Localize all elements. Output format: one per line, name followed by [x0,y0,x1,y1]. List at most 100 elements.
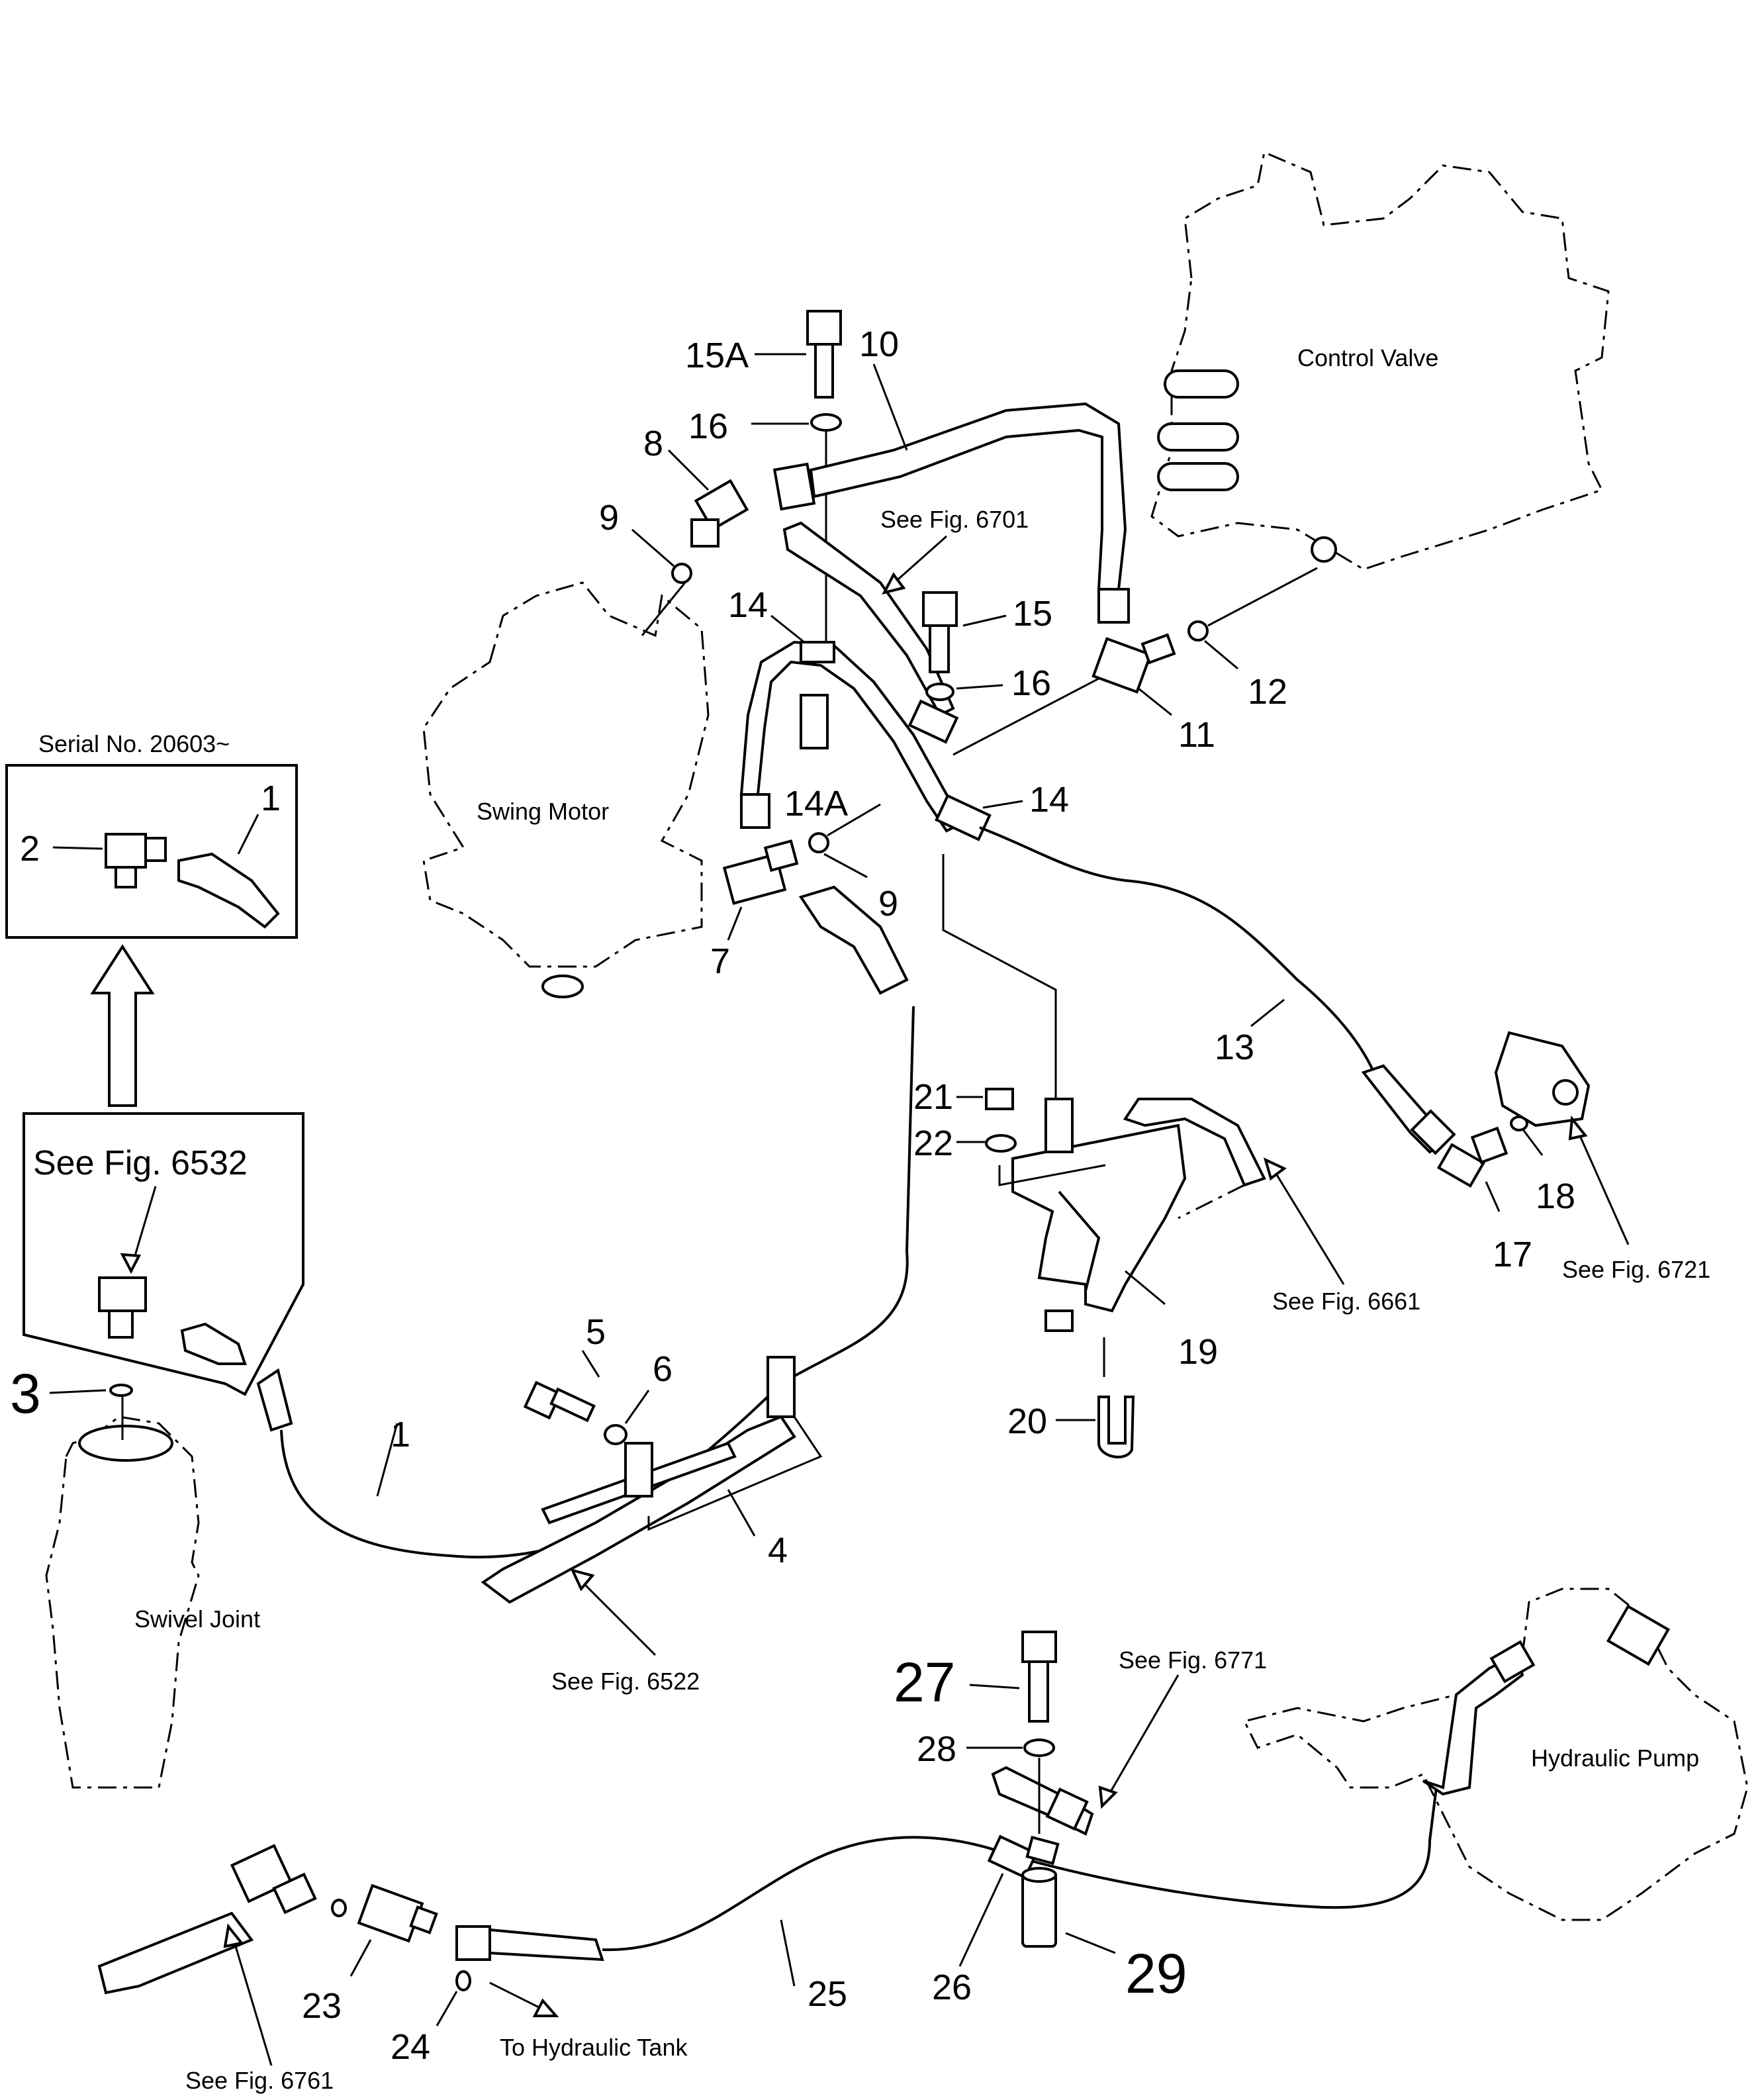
callout-5: 5 [586,1312,606,1352]
bracket-post [1044,1098,1074,1153]
hose-25: 25 [455,1640,1536,2014]
ref-fig6761: See Fig. 6761 [185,2067,334,2094]
bolt-15A: 15A [685,310,842,399]
tank-arrow-icon [532,1998,559,2017]
callout-21: 21 [913,1077,953,1117]
swing-motor-label: Swing Motor [477,798,609,825]
callout-7: 7 [710,941,730,981]
serial-inset: Serial No. 20603~ 2 1 [5,730,298,939]
ref-fig6701: See Fig. 6701 [880,506,1029,533]
clamp-14b [935,794,992,841]
callout-15: 15 [1013,594,1052,634]
o-ring-12 [1187,620,1209,642]
callout-14a: 14 [728,585,768,625]
hose-10: 10 [772,324,1130,624]
callout-10: 10 [859,324,899,364]
callout-22: 22 [913,1123,953,1163]
callout-17: 17 [1493,1235,1532,1274]
elbow-nipple-2 [144,837,167,862]
ref-fig6771-group: See Fig. 6771 [991,1646,1267,1836]
washer-16a [810,413,842,432]
up-arrow-icon [90,944,155,1107]
elbow-fitting-8: 8 [643,424,749,547]
callout-13: 13 [1215,1027,1254,1067]
o-ring-24 [455,1970,471,1991]
callout-26: 26 [932,1968,972,2007]
tee-fitting-inset [98,1276,147,1312]
bolt-27: 27 [894,1631,1057,1723]
nut-21 [985,1088,1014,1110]
washer-22 [985,1134,1017,1153]
callout-1-inset: 1 [261,779,281,818]
elbow-stem-2 [115,866,137,888]
swing-motor: Swing Motor [422,581,710,998]
hydraulic-pump-label: Hydraulic Pump [1531,1744,1699,1772]
ref-fig6661: See Fig. 6661 [1272,1288,1420,1315]
ref-fig6701-group: See Fig. 6701 [782,506,1029,744]
adapter-23: 23 [302,1883,438,2026]
fig6532-callout-box: See Fig. 6532 [23,1112,304,1396]
callout-9a: 9 [599,498,619,538]
callout-23: 23 [302,1986,342,2026]
ref-fig6721: See Fig. 6721 [1562,1256,1710,1283]
callout-12: 12 [1248,672,1287,712]
callout-1-main: 1 [391,1415,410,1454]
callout-11: 11 [1178,715,1215,755]
callout-9b: 9 [878,884,898,924]
elbow-fitting-17: 17 [1436,1126,1532,1274]
callout-25: 25 [808,1974,847,2014]
spacer-29: 29 [1021,1867,1187,2005]
elbow-fitting-2 [105,833,147,869]
hose-end-1-inset [177,852,280,929]
clamp-4a [624,1442,653,1498]
washer-28 [1023,1738,1055,1757]
callout-3: 3 [10,1362,41,1425]
callout-24: 24 [391,2027,430,2067]
elbow-fitting-6761: See Fig. 6761 [97,1844,334,2094]
callout-4: 4 [768,1531,788,1570]
callout-6: 6 [653,1349,673,1389]
swivel-joint-label: Swivel Joint [134,1605,260,1633]
callout-29: 29 [1125,1942,1187,2005]
spacer-14A [800,694,829,749]
clamp-group-4: 4 [481,1356,823,1604]
valve-block-6721: See Fig. 6721 [1494,1031,1710,1283]
ref-to-tank: To Hydraulic Tank [500,2034,688,2061]
ref-fig6532: See Fig. 6532 [33,1144,248,1182]
o-ring-9b [808,832,829,853]
callout-2: 2 [20,829,40,869]
callout-18: 18 [1536,1176,1575,1216]
clamp-14a [800,641,835,663]
hose-loop: 14 14 14A [728,585,1069,841]
hose-13: 13 [979,826,1456,1155]
callout-20: 20 [1007,1402,1047,1441]
callout-16a: 16 [688,406,728,446]
washer-16b [925,683,954,701]
bolt-5: 5 [523,1312,606,1423]
callout-16b: 16 [1011,663,1051,703]
callout-28: 28 [917,1729,956,1769]
swivel-joint: Swivel Joint [45,1415,260,1789]
snap-ring [331,1899,347,1917]
clamp-26: 26 [932,1834,1060,2007]
callout-19: 19 [1178,1332,1218,1372]
tee-fitting-7: 7 [710,839,799,981]
tee-fitting-11: 11 [952,633,1215,756]
ref-fig6771: See Fig. 6771 [1119,1646,1267,1674]
control-valve: Control Valve [1150,150,1610,571]
hose-6661: See Fig. 6661 [1123,1098,1420,1315]
callout-27: 27 [894,1651,955,1713]
washer-6: 6 [604,1349,673,1445]
o-ring-9a [671,563,692,584]
hose-1: 1 [256,885,915,1558]
hose-end-inset [180,1322,247,1365]
bracket-19: 19 [942,854,1218,1372]
u-bolt-20: 20 [1007,1337,1135,1458]
callout-14b: 14 [1029,780,1069,820]
callout-14A: 14A [784,784,848,824]
tee-stem-inset [108,1309,134,1339]
callout-15A: 15A [685,336,749,375]
clamp-4b [766,1356,796,1418]
o-ring-3 [109,1384,133,1397]
